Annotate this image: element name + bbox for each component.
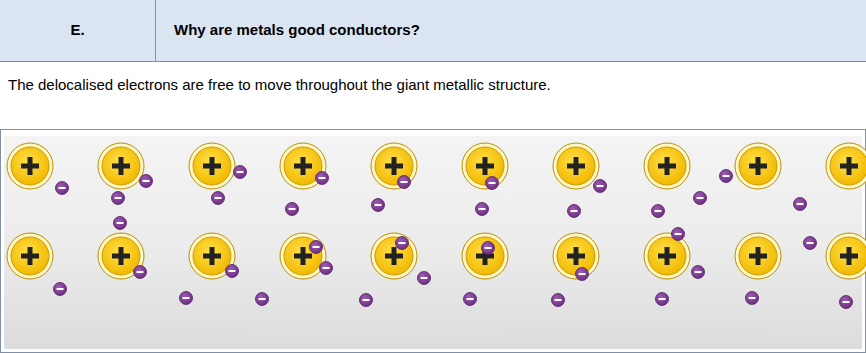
- metal-ion: [98, 233, 144, 279]
- metal-ion: [7, 233, 53, 279]
- delocalised-electron: [112, 192, 125, 205]
- delocalised-electron: [286, 203, 299, 216]
- metal-ion: [826, 233, 866, 279]
- delocalised-electron: [398, 176, 411, 189]
- delocalised-electron: [656, 293, 669, 306]
- delocalised-electron: [316, 172, 329, 185]
- delocalised-electron: [746, 292, 759, 305]
- delocalised-electron: [310, 241, 323, 254]
- section-letter-cell: E.: [0, 0, 156, 62]
- delocalised-electron: [234, 166, 247, 179]
- delocalised-electron: [226, 265, 239, 278]
- delocalised-electron: [804, 237, 817, 250]
- metal-ion: [98, 143, 144, 189]
- delocalised-electron: [140, 175, 153, 188]
- delocalised-electron: [652, 205, 665, 218]
- metal-ion: [371, 233, 417, 279]
- body-text: The delocalised electrons are free to mo…: [8, 76, 858, 95]
- delocalised-electron: [372, 199, 385, 212]
- metal-ion: [189, 143, 235, 189]
- delocalised-electron: [552, 294, 565, 307]
- metal-ion: [553, 143, 599, 189]
- delocalised-electron: [360, 294, 373, 307]
- delocalised-electron: [476, 203, 489, 216]
- delocalised-electron: [464, 293, 477, 306]
- metal-ion: [462, 233, 508, 279]
- delocalised-electron: [576, 268, 589, 281]
- metal-ion: [735, 143, 781, 189]
- delocalised-electron: [568, 205, 581, 218]
- metal-ion: [644, 143, 690, 189]
- delocalised-electron: [794, 198, 807, 211]
- metal-ion: [735, 233, 781, 279]
- header-text: E.: [70, 21, 84, 40]
- metal-ion: [280, 233, 326, 279]
- metal-ion: [7, 143, 53, 189]
- header-text: Why are metals good conductors?: [174, 21, 420, 40]
- delocalised-electron: [486, 177, 499, 190]
- delocalised-electron: [54, 283, 67, 296]
- delocalised-electron: [692, 266, 705, 279]
- delocalised-electron: [320, 262, 333, 275]
- delocalised-electron: [56, 182, 69, 195]
- delocalised-electron: [396, 237, 409, 250]
- metal-ion: [462, 143, 508, 189]
- question-header-cell: Why are metals good conductors?: [156, 0, 866, 62]
- delocalised-electron: [114, 217, 127, 230]
- delocalised-electron: [594, 180, 607, 193]
- metal-ion: [371, 143, 417, 189]
- delocalised-electron: [720, 170, 733, 183]
- delocalised-electron: [134, 266, 147, 279]
- delocalised-electron: [212, 192, 225, 205]
- delocalised-electron: [256, 293, 269, 306]
- metal-ion: [644, 233, 690, 279]
- delocalised-electron: [482, 242, 495, 255]
- delocalised-electron: [672, 228, 685, 241]
- delocalised-electron: [180, 292, 193, 305]
- metal-ion: [826, 143, 866, 189]
- answer-text-cell: The delocalised electrons are free to mo…: [0, 62, 866, 130]
- delocalised-electron: [694, 192, 707, 205]
- delocalised-electron: [840, 296, 853, 309]
- delocalised-electron: [418, 272, 431, 285]
